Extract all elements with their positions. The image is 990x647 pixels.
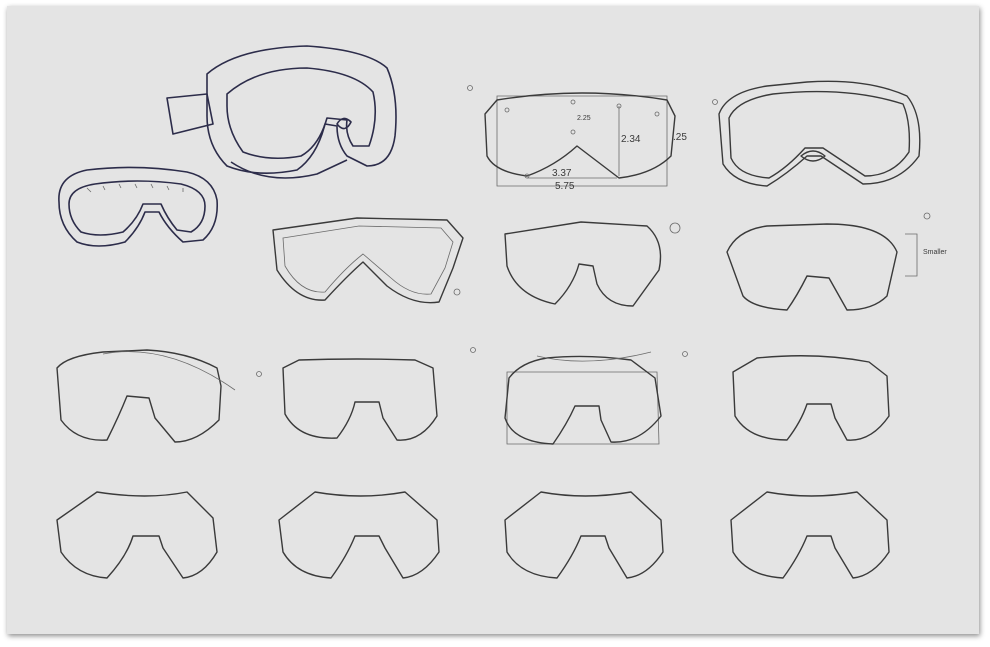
goggle-dimensioned: 2.25 2.34 3.37 5.75 .25 [467,85,687,192]
goggle-row2-a [272,217,464,304]
goggle-row3-a [56,349,262,443]
goggle-row2-b [504,221,681,307]
sketch-sheet: 2.25 2.34 3.37 5.75 .25 Smaller [7,6,979,634]
dim-575-label: 5.75 [555,181,575,192]
goggle-row3-d [732,355,890,441]
goggle-row3-b [282,347,476,441]
goggle-perspective-large [166,45,397,179]
dim-234-label: 2.34 [621,134,641,145]
goggle-double-line [712,80,921,187]
note-smaller-label: Smaller [923,249,947,256]
goggle-row4-d [730,491,890,579]
goggle-sketches: 2.25 2.34 3.37 5.75 .25 Smaller [56,45,947,579]
dim-337-label: 3.37 [552,168,572,179]
goggle-row2-c: Smaller [726,212,947,311]
note-small-label: .25 [673,132,687,143]
goggle-row3-c [504,351,688,445]
dim-225-label: 2.25 [577,115,591,122]
goggle-perspective-small [58,166,219,247]
goggle-row4-b [278,491,440,579]
goggle-row4-a [56,491,218,579]
goggle-row4-c [504,491,664,579]
